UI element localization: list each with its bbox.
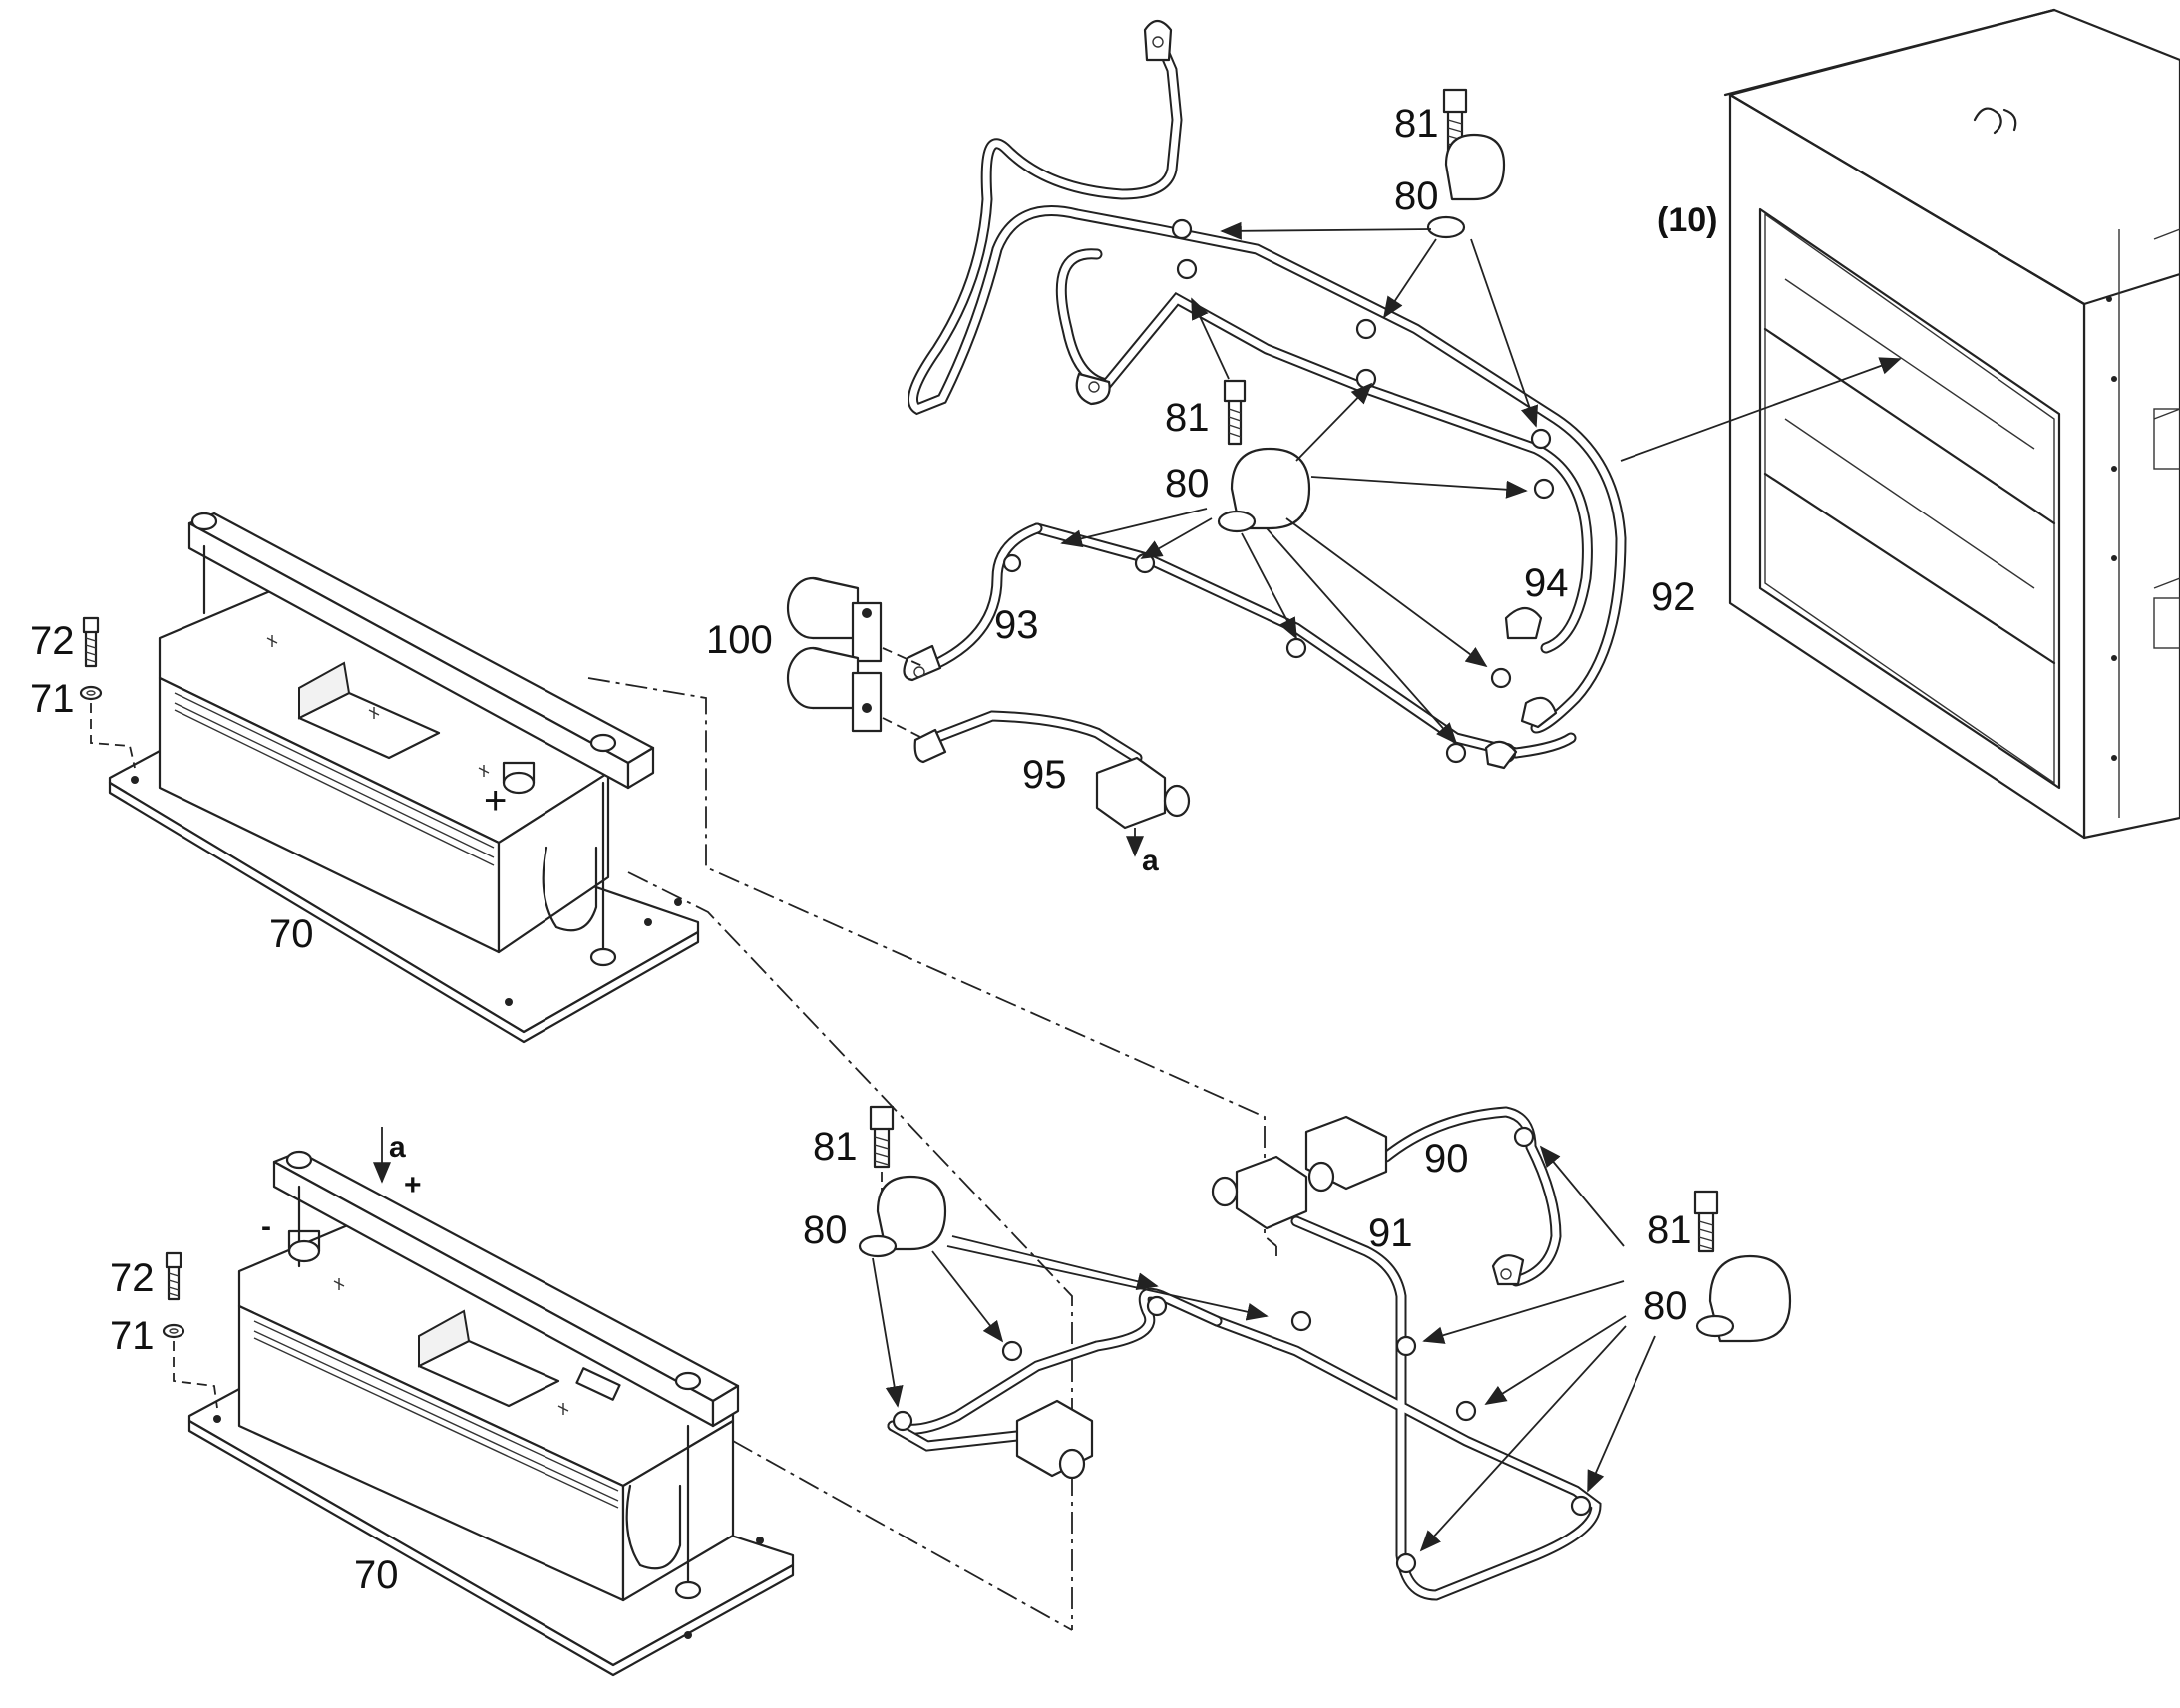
- callout-80-b: 80: [1165, 462, 1210, 506]
- leader-80-b-1: [1295, 382, 1373, 462]
- leader-80-a-3: [1470, 238, 1539, 428]
- callout-72-bottom: 72: [110, 1256, 155, 1300]
- terminal-mark-plus-bottom: +: [404, 1169, 422, 1201]
- dashdot-top-battery-to-90: [627, 871, 1073, 1630]
- callout-93: 93: [994, 603, 1039, 647]
- leader-81-b: [1191, 297, 1230, 380]
- callout-81-c: 81: [813, 1125, 858, 1169]
- callout-71-bottom: 71: [110, 1314, 155, 1358]
- leader-80-d-1: [1539, 1145, 1625, 1247]
- clamp-80-top-right: [1426, 133, 1506, 239]
- callout-70-top: 70: [269, 912, 314, 956]
- screw-72-washer-71-bottom: [162, 1251, 185, 1339]
- leader-80-d-4: [1419, 1325, 1627, 1552]
- leader-80-c-2: [946, 1245, 1269, 1321]
- dashdot-top-battery-to-91: [587, 677, 1277, 1247]
- callout-100: 100: [706, 618, 773, 662]
- dash-71-top: [90, 703, 136, 769]
- leader-80-b-6: [1266, 527, 1458, 745]
- callout-90: 90: [1424, 1137, 1469, 1181]
- callout-70-bottom: 70: [354, 1553, 399, 1597]
- cable-95: [913, 710, 1191, 830]
- battery-bottom: [187, 1150, 795, 1677]
- callout-72-top: 72: [30, 619, 75, 663]
- callout-80-a: 80: [1394, 174, 1439, 218]
- leader-80-c-3: [931, 1250, 1004, 1343]
- clamp-80-centre: [1217, 447, 1311, 533]
- leader-80-b-4: [1140, 517, 1213, 559]
- cable-harness-top: [903, 19, 1627, 770]
- bolt-81-centre: [1223, 379, 1247, 446]
- leader-80-a-2: [1383, 238, 1437, 319]
- callout-81-b: 81: [1165, 396, 1210, 440]
- callout-81-a: 81: [1394, 102, 1439, 146]
- cable-harness-bottom: [887, 1106, 1602, 1601]
- screw-72-washer-71-top: [79, 616, 103, 701]
- leader-80-c-1: [951, 1235, 1159, 1291]
- callout-80-c: 80: [803, 1208, 848, 1252]
- dashdot-bottom-battery: [732, 1440, 1073, 1631]
- dash-71-bottom: [173, 1341, 218, 1409]
- leader-80-d-2: [1422, 1280, 1625, 1344]
- leader-80-b-2: [1310, 476, 1528, 499]
- leader-80-b-7: [1285, 517, 1488, 668]
- bolt-81-bottom-right: [1693, 1190, 1719, 1253]
- clamp-80-bottom-right: [1695, 1254, 1792, 1343]
- leader-80-a-1: [1220, 221, 1432, 240]
- callout-71-top: 71: [30, 677, 75, 721]
- callout-95: 95: [1022, 753, 1067, 797]
- callout-94: 94: [1524, 561, 1569, 605]
- dash-100-to-93: [882, 647, 923, 667]
- callout-81-d: 81: [1647, 1208, 1692, 1252]
- dash-100-to-95: [882, 717, 923, 739]
- leader-80-d-5: [1587, 1335, 1656, 1493]
- terminal-mark-minus-bottom: -: [261, 1210, 271, 1243]
- bolt-81-bottom-left: [869, 1105, 895, 1169]
- callout-a-bottom: a: [389, 1131, 406, 1164]
- leader-92-to-cabinet: [1620, 357, 1902, 462]
- leader-80-b-3: [1060, 508, 1208, 548]
- clamp-80-bottom-left: [858, 1175, 947, 1258]
- leader-80-d-3: [1484, 1315, 1627, 1405]
- callout-10: (10): [1657, 201, 1717, 239]
- battery-top: [108, 512, 700, 1044]
- leader-80-c-4: [872, 1257, 904, 1408]
- leader-80-b-5: [1241, 532, 1297, 640]
- callout-92: 92: [1651, 575, 1696, 619]
- cable-lug-top: [1143, 19, 1173, 62]
- battery-switch-100: [786, 576, 883, 733]
- callout-80-d: 80: [1643, 1284, 1688, 1328]
- terminal-mark-plus-top: +: [484, 779, 507, 823]
- callout-a-top: a: [1142, 845, 1159, 877]
- callout-91: 91: [1368, 1211, 1413, 1255]
- cabinet-housing: [1723, 8, 2180, 840]
